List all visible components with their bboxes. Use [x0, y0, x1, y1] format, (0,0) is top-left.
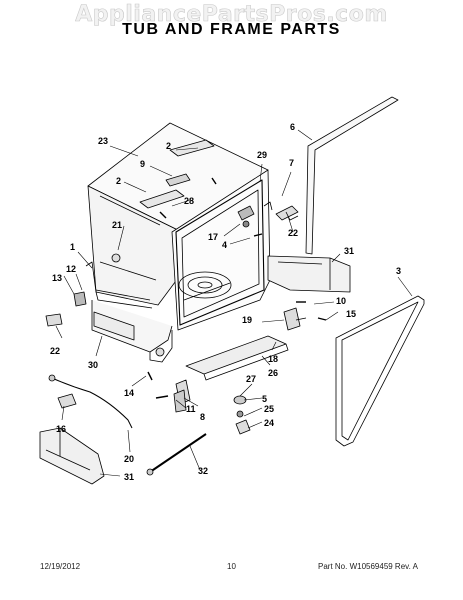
callout-20: 20: [124, 454, 134, 464]
callout-2-upper: 2: [166, 141, 171, 151]
page-title: TUB AND FRAME PARTS: [122, 21, 341, 38]
footer-page: 10: [227, 562, 236, 571]
callout-16: 16: [56, 424, 66, 434]
callout-13: 13: [52, 273, 62, 283]
callout-4: 4: [222, 240, 227, 250]
callout-31-lower: 31: [124, 472, 134, 482]
callout-22-right: 22: [288, 228, 298, 238]
side-panel-upper: [267, 255, 351, 293]
callout-30: 30: [88, 360, 98, 370]
callout-15: 15: [346, 309, 356, 319]
callout-1: 1: [70, 242, 75, 252]
callout-2-lower: 2: [116, 176, 121, 186]
side-panel-lower: [39, 427, 105, 485]
callout-8: 8: [200, 412, 205, 422]
tub: [45, 122, 271, 363]
footer-part-number: Part No. W10569459 Rev. A: [318, 562, 418, 571]
callout-3: 3: [396, 266, 401, 276]
callout-28: 28: [184, 196, 194, 206]
callout-25: 25: [264, 404, 274, 414]
callout-5: 5: [262, 394, 267, 404]
callout-29: 29: [257, 150, 267, 160]
callout-21: 21: [112, 220, 122, 230]
callout-19: 19: [242, 315, 252, 325]
callout-17: 17: [208, 232, 218, 242]
callout-14: 14: [124, 388, 134, 398]
callout-24: 24: [264, 418, 274, 428]
callout-11: 11: [186, 404, 196, 414]
callout-9: 9: [140, 159, 145, 169]
callout-7: 7: [289, 158, 294, 168]
callout-12: 12: [66, 264, 76, 274]
callout-27: 27: [246, 374, 256, 384]
callout-26: 26: [268, 368, 278, 378]
drain-line: [149, 433, 207, 473]
tub-gasket: [335, 295, 425, 447]
footer-date: 12/19/2012: [40, 562, 81, 571]
callout-6: 6: [290, 122, 295, 132]
callout-23: 23: [98, 136, 108, 146]
callout-32: 32: [198, 466, 208, 476]
door-gasket: [305, 96, 399, 255]
callouts: 23 2 2 9 28 29 7 17 4 6 22 31 10 15 3 1 …: [50, 122, 401, 482]
watermark: AppliancePartsPros.com: [75, 2, 388, 28]
callout-31-upper: 31: [344, 246, 354, 256]
callout-22-left: 22: [50, 346, 60, 356]
callout-18: 18: [268, 354, 278, 364]
callout-10: 10: [336, 296, 346, 306]
